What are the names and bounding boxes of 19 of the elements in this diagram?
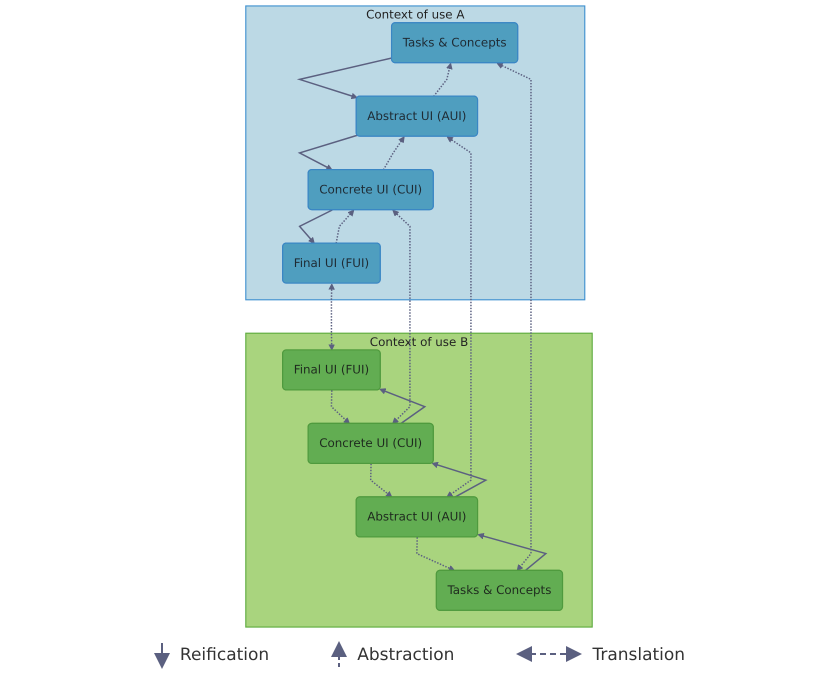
- arrow: [296, 57, 392, 100]
- arrow: [446, 136, 472, 498]
- arrow: [298, 209, 332, 244]
- arrow: [378, 388, 426, 424]
- arrow: [297, 134, 358, 170]
- arrow: [392, 210, 410, 424]
- arrow: [334, 210, 354, 244]
- legend-label: Reification: [180, 645, 270, 665]
- legend-label: Abstraction: [357, 645, 454, 665]
- arrow: [416, 537, 455, 572]
- arrow: [432, 62, 452, 97]
- legend-label: Translation: [592, 645, 686, 665]
- arrow: [477, 532, 547, 572]
- arrow: [382, 136, 404, 170]
- arrow: [330, 390, 350, 424]
- arrow: [328, 283, 334, 351]
- arrow: [369, 464, 392, 498]
- arrow: [431, 462, 488, 498]
- arrow: [496, 62, 532, 571]
